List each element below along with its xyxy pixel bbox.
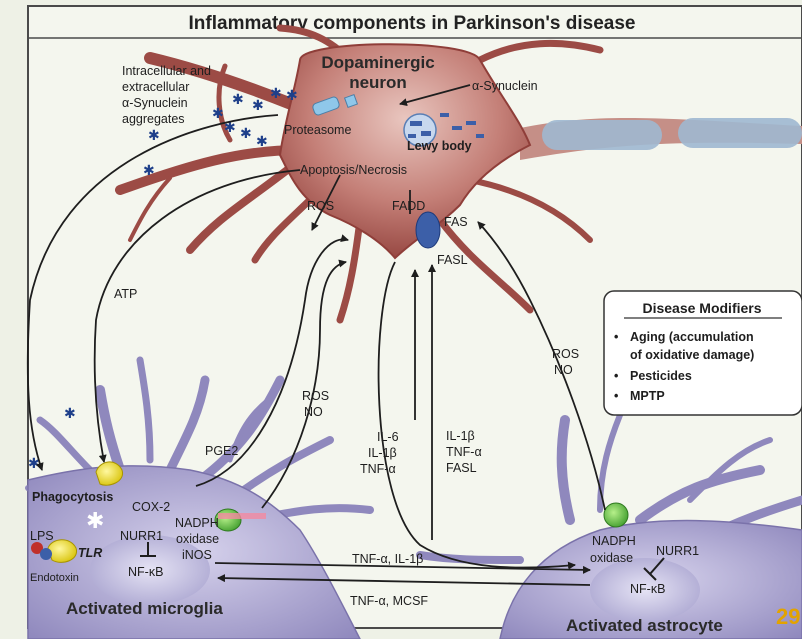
modifier-mptp: MPTP <box>630 389 665 403</box>
microglia-nfkb-label: NF-κB <box>128 565 163 579</box>
ros-left-label: ROS <box>302 389 329 403</box>
astrocyte-nadph-label-line1: NADPH <box>592 534 636 548</box>
disease-modifiers-title: Disease Modifiers <box>642 300 761 316</box>
svg-text:✱: ✱ <box>143 163 155 179</box>
no-right-label: NO <box>554 363 573 377</box>
svg-text:✱: ✱ <box>64 406 76 422</box>
svg-text:✱: ✱ <box>232 92 244 108</box>
myelin-sheath <box>542 120 662 150</box>
disease-modifiers-box: Disease Modifiers • Aging (accumulation … <box>604 291 802 415</box>
modifier-pesticides: Pesticides <box>630 369 692 383</box>
svg-text:✱: ✱ <box>270 86 282 102</box>
engulfed-aggregate-icon: ✱ <box>86 509 104 534</box>
fadd-label: FADD <box>392 199 425 213</box>
proteasome-label: Proteasome <box>284 123 351 137</box>
flow-left-label: TNF-α, MCSF <box>350 594 428 608</box>
inos-label: iNOS <box>182 548 212 562</box>
slide-number: 29 <box>776 604 800 629</box>
svg-text:extracellular: extracellular <box>122 80 189 94</box>
svg-text:IL-1β: IL-1β <box>368 446 397 460</box>
neuron-ros-label: ROS <box>307 199 334 213</box>
nadph-oxidase-astrocyte-icon <box>604 503 628 527</box>
cox2-label: COX-2 <box>132 500 170 514</box>
svg-text:•: • <box>614 369 618 383</box>
svg-text:TNF-α: TNF-α <box>446 445 482 459</box>
astrocyte-label: Activated astrocyte <box>566 616 723 635</box>
svg-text:α-Synuclein: α-Synuclein <box>122 96 188 110</box>
lps-label: LPS <box>30 529 54 543</box>
svg-text:FASL: FASL <box>446 461 477 475</box>
svg-text:•: • <box>614 330 618 344</box>
svg-text:✱: ✱ <box>240 126 252 142</box>
svg-text:IL-6: IL-6 <box>377 430 399 444</box>
atp-label: ATP <box>114 287 137 301</box>
svg-text:✱: ✱ <box>212 106 224 122</box>
phagocytosis-label: Phagocytosis <box>32 490 113 504</box>
fas-label: FAS <box>444 215 468 229</box>
myelin-sheath <box>678 118 802 148</box>
astrocyte-nfkb-label: NF-κB <box>630 582 665 596</box>
svg-text:✱: ✱ <box>286 88 298 104</box>
endotoxin-label: Endotoxin <box>30 572 79 584</box>
svg-text:aggregates: aggregates <box>122 112 185 126</box>
figure-title: Inflammatory components in Parkinson's d… <box>189 13 636 34</box>
svg-text:TNF-α: TNF-α <box>360 462 396 476</box>
lewy-body-label: Lewy body <box>407 139 472 153</box>
ros-right-label: ROS <box>552 347 579 361</box>
neuron-label-line2: neuron <box>349 73 407 92</box>
tlr-label: TLR <box>78 546 102 560</box>
flow-right-label: TNF-α, IL-1β <box>352 552 423 566</box>
pge2-label: PGE2 <box>205 444 238 458</box>
nadph-oxidase-microglia-icon <box>215 509 241 531</box>
microglia-nadph-label-line1: NADPH <box>175 516 219 530</box>
svg-text:IL-1β: IL-1β <box>446 429 475 443</box>
svg-text:✱: ✱ <box>252 98 264 114</box>
svg-text:✱: ✱ <box>256 134 268 150</box>
neuron-label-line1: Dopaminergic <box>321 53 434 72</box>
fas-receptor-icon <box>416 212 440 248</box>
fasl-label: FASL <box>437 253 468 267</box>
microglia-label: Activated microglia <box>66 599 223 618</box>
apoptosis-label: Apoptosis/Necrosis <box>300 163 407 177</box>
astrocyte-nurr1-label: NURR1 <box>656 544 699 558</box>
svg-text:•: • <box>614 389 618 403</box>
svg-text:Intracellular and: Intracellular and <box>122 64 211 78</box>
no-left-label: NO <box>304 405 323 419</box>
synuclein-label: α-Synuclein <box>472 79 538 93</box>
modifier-aging-line2: of oxidative damage) <box>630 348 754 362</box>
modifier-aging-line1: Aging (accumulation <box>630 330 754 344</box>
astrocyte-nadph-label-line2: oxidase <box>590 551 633 565</box>
svg-text:✱: ✱ <box>148 128 160 144</box>
membrane-highlight <box>218 513 266 519</box>
microglia-nurr1-label: NURR1 <box>120 529 163 543</box>
microglia-nadph-label-line2: oxidase <box>176 532 219 546</box>
